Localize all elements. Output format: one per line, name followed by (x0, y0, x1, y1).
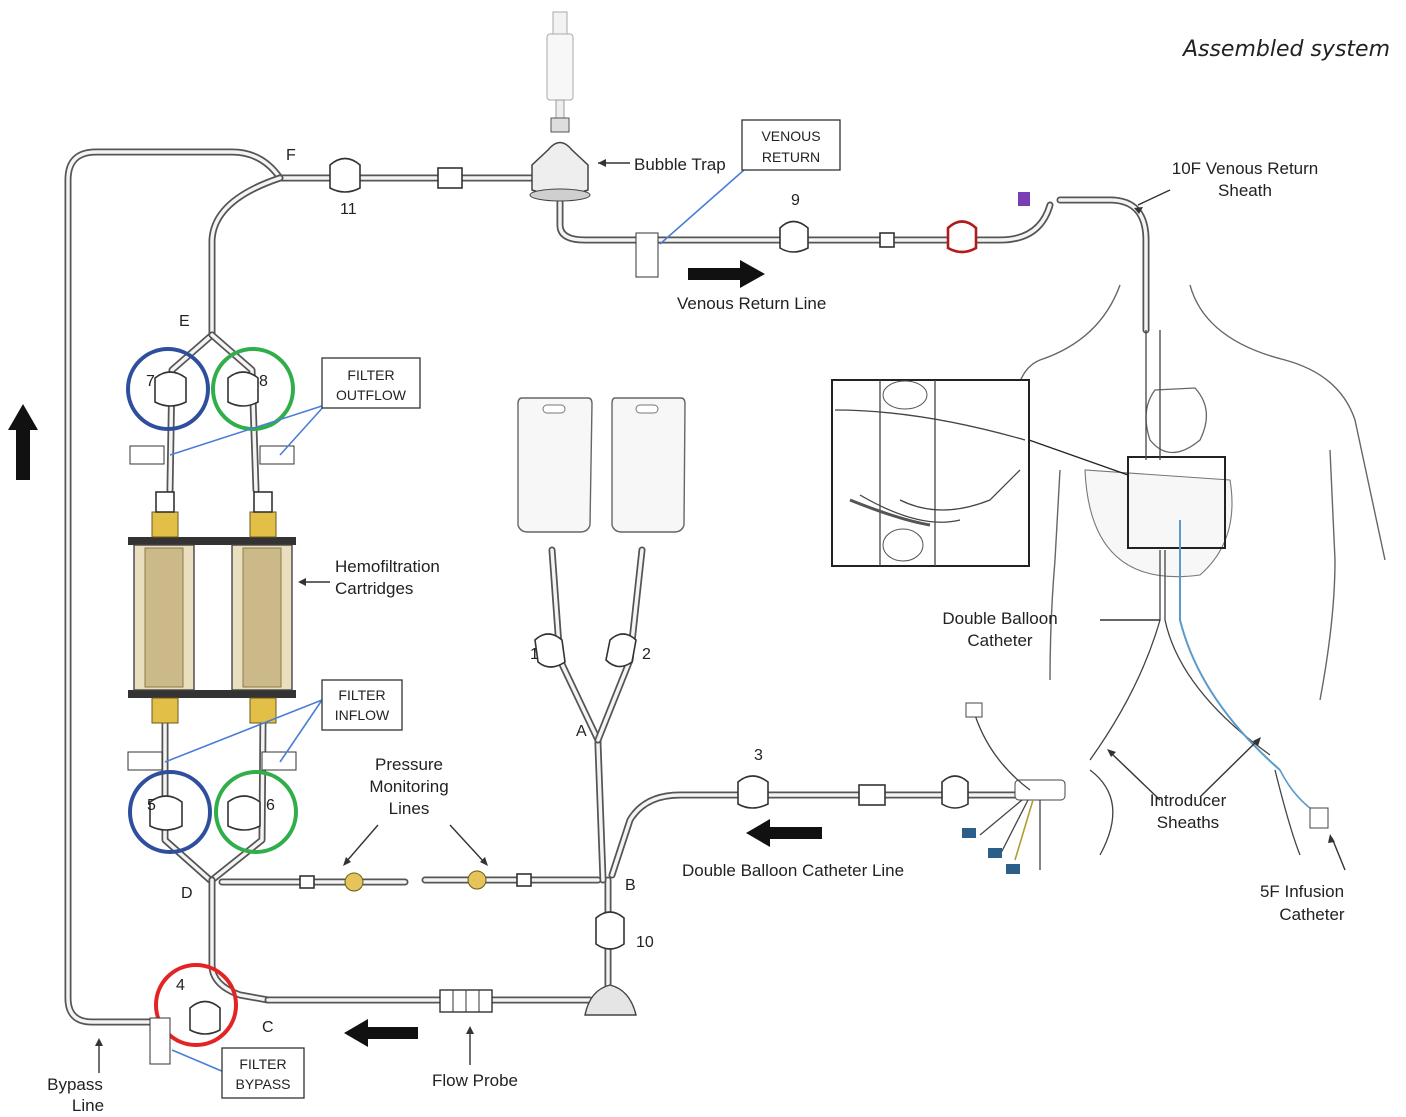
boxed-labels: VENOUS RETURN FILTER OUTFLOW FILTER INFL… (221, 119, 841, 1099)
catheter-hubs (962, 702, 1329, 874)
red-clamp (946, 220, 978, 254)
box-filter-outflow-line1: FILTER (347, 367, 394, 383)
label-infusion-line1: 5F Infusion (1260, 882, 1344, 901)
pressure-transducers (299, 870, 532, 892)
ring-clamp-5-blue (128, 770, 212, 854)
box-venous-return-line2: RETURN (762, 149, 820, 165)
label-bypass-line2: Line (72, 1096, 104, 1115)
flow-reservoir (584, 984, 637, 1016)
iv-bags (517, 397, 686, 533)
label-infusion-line2: Catheter (1279, 905, 1345, 924)
junction-labels: A B C D E F (179, 147, 636, 1036)
box-filter-inflow-line2: INFLOW (335, 707, 390, 723)
label-introducer-line2: Sheaths (1157, 813, 1219, 832)
label-10f-sheath-line2: Sheath (1218, 181, 1272, 200)
label-10f-sheath-line1: 10F Venous Return (1172, 159, 1318, 178)
clamp-number-8: 8 (259, 373, 268, 390)
clamp-number-11: 11 (340, 201, 357, 218)
junction-c: C (262, 1019, 274, 1036)
bubble-trap (529, 11, 591, 202)
clamp-number-10: 10 (636, 934, 654, 951)
filter-tags (127, 232, 659, 1065)
junction-e: E (179, 313, 190, 330)
flow-probe (439, 989, 493, 1013)
box-filter-bypass-line1: FILTER (239, 1056, 286, 1072)
label-flow-probe: Flow Probe (432, 1071, 518, 1090)
clamp-number-1: 1 (530, 646, 539, 663)
leader-lines (95, 159, 1346, 1073)
flow-arrows (8, 260, 822, 1047)
roller-clamps (149, 157, 978, 1035)
junction-a: A (576, 723, 587, 740)
box-filter-bypass-line2: BYPASS (236, 1076, 291, 1092)
ring-clamp-4-red (154, 963, 238, 1047)
clamp-number-5: 5 (147, 797, 156, 814)
label-venous-return-line: Venous Return Line (677, 294, 826, 313)
label-bubble-trap: Bubble Trap (634, 155, 726, 174)
ring-clamp-7-blue (126, 347, 210, 431)
catheter-line-connector (858, 784, 886, 806)
label-double-balloon-line1: Double Balloon (942, 609, 1057, 628)
box-filter-inflow-line1: FILTER (338, 687, 385, 703)
junction-f: F (286, 147, 296, 164)
clamp-number-9: 9 (791, 192, 800, 209)
blue-pointers (164, 169, 745, 1073)
clamp-numbers: 1 2 3 4 5 6 7 8 9 10 11 (146, 192, 800, 994)
tubing (64, 148, 1150, 1026)
label-bypass-line1: Bypass (47, 1075, 103, 1094)
clamp-number-4: 4 (176, 977, 185, 994)
box-filter-outflow-line2: OUTFLOW (336, 387, 407, 403)
clamp-number-2: 2 (642, 646, 651, 663)
purple-connector (1018, 192, 1030, 206)
highlight-rings (126, 347, 298, 1047)
anatomy-inset (831, 379, 1129, 567)
label-pressure-line1: Pressure (375, 755, 443, 774)
label-pressure-line2: Monitoring (369, 777, 448, 796)
junction-d: D (181, 885, 193, 902)
venous-stopcock (879, 232, 895, 248)
clamp-number-3: 3 (754, 747, 763, 764)
clamp-number-6: 6 (266, 797, 275, 814)
inline-connector (437, 167, 463, 189)
ring-clamp-6-green (214, 770, 298, 854)
label-hemofiltration-line1: Hemofiltration (335, 557, 440, 576)
label-introducer-line1: Introducer (1150, 791, 1227, 810)
component-labels: Bubble Trap Venous Return Line 10F Venou… (47, 155, 1345, 1115)
label-hemofiltration-line2: Cartridges (335, 579, 413, 598)
label-double-balloon-line2: Catheter (967, 631, 1033, 650)
clamp-number-7: 7 (146, 373, 155, 390)
hemofiltration-cartridges (128, 491, 296, 724)
patient-torso (1014, 284, 1386, 771)
box-venous-return-line1: VENOUS (761, 128, 820, 144)
diagram-title: Assembled system (1181, 37, 1390, 62)
label-pressure-line3: Lines (389, 799, 430, 818)
label-double-balloon-catheter-line: Double Balloon Catheter Line (682, 861, 904, 880)
junction-b: B (625, 877, 636, 894)
